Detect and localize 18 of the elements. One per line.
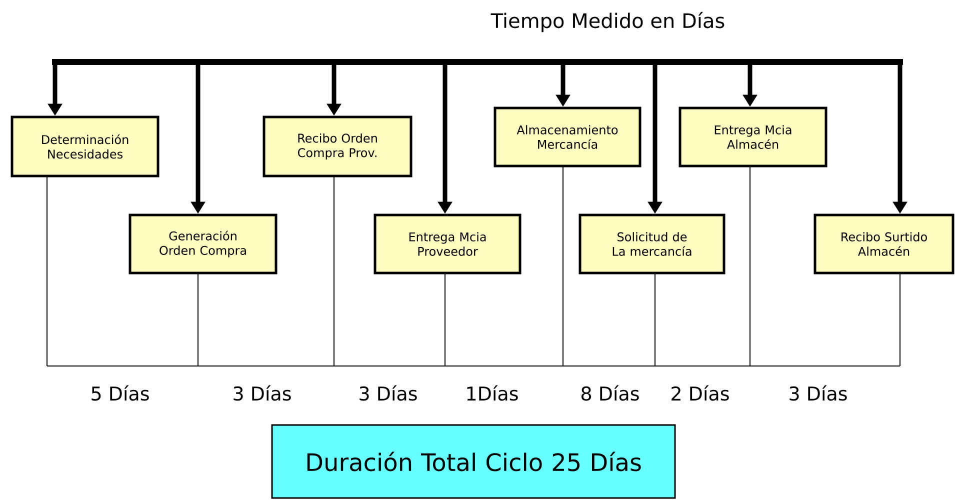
duration-label: 3 Días	[360, 385, 417, 401]
process-box: Solicitud de La mercancía	[578, 214, 726, 274]
duration-label: 5 Días	[92, 385, 149, 401]
process-box: Determinación Necesidades	[10, 116, 160, 178]
duration-label: 2 Días	[672, 385, 729, 401]
duration-label: 8 Días	[582, 385, 639, 401]
bus-line	[52, 59, 903, 65]
process-box: Recibo Surtido Almacén	[814, 214, 954, 274]
process-box: Almacenamiento Mercancía	[494, 106, 642, 168]
title: Tiempo Medido en Días	[490, 12, 724, 32]
process-box: Entrega Mcia Almacén	[678, 106, 828, 168]
process-box: Recibo Orden Compra Prov.	[262, 116, 412, 178]
duration-label: 3 Días	[234, 385, 291, 401]
process-box: Entrega Mcia Proveedor	[374, 214, 522, 274]
duration-label: 1Días	[467, 385, 518, 401]
process-box: Generación Orden Compra	[128, 214, 278, 274]
total-box: Duración Total Ciclo 25 Días	[271, 424, 676, 499]
duration-label: 3 Días	[790, 385, 847, 401]
